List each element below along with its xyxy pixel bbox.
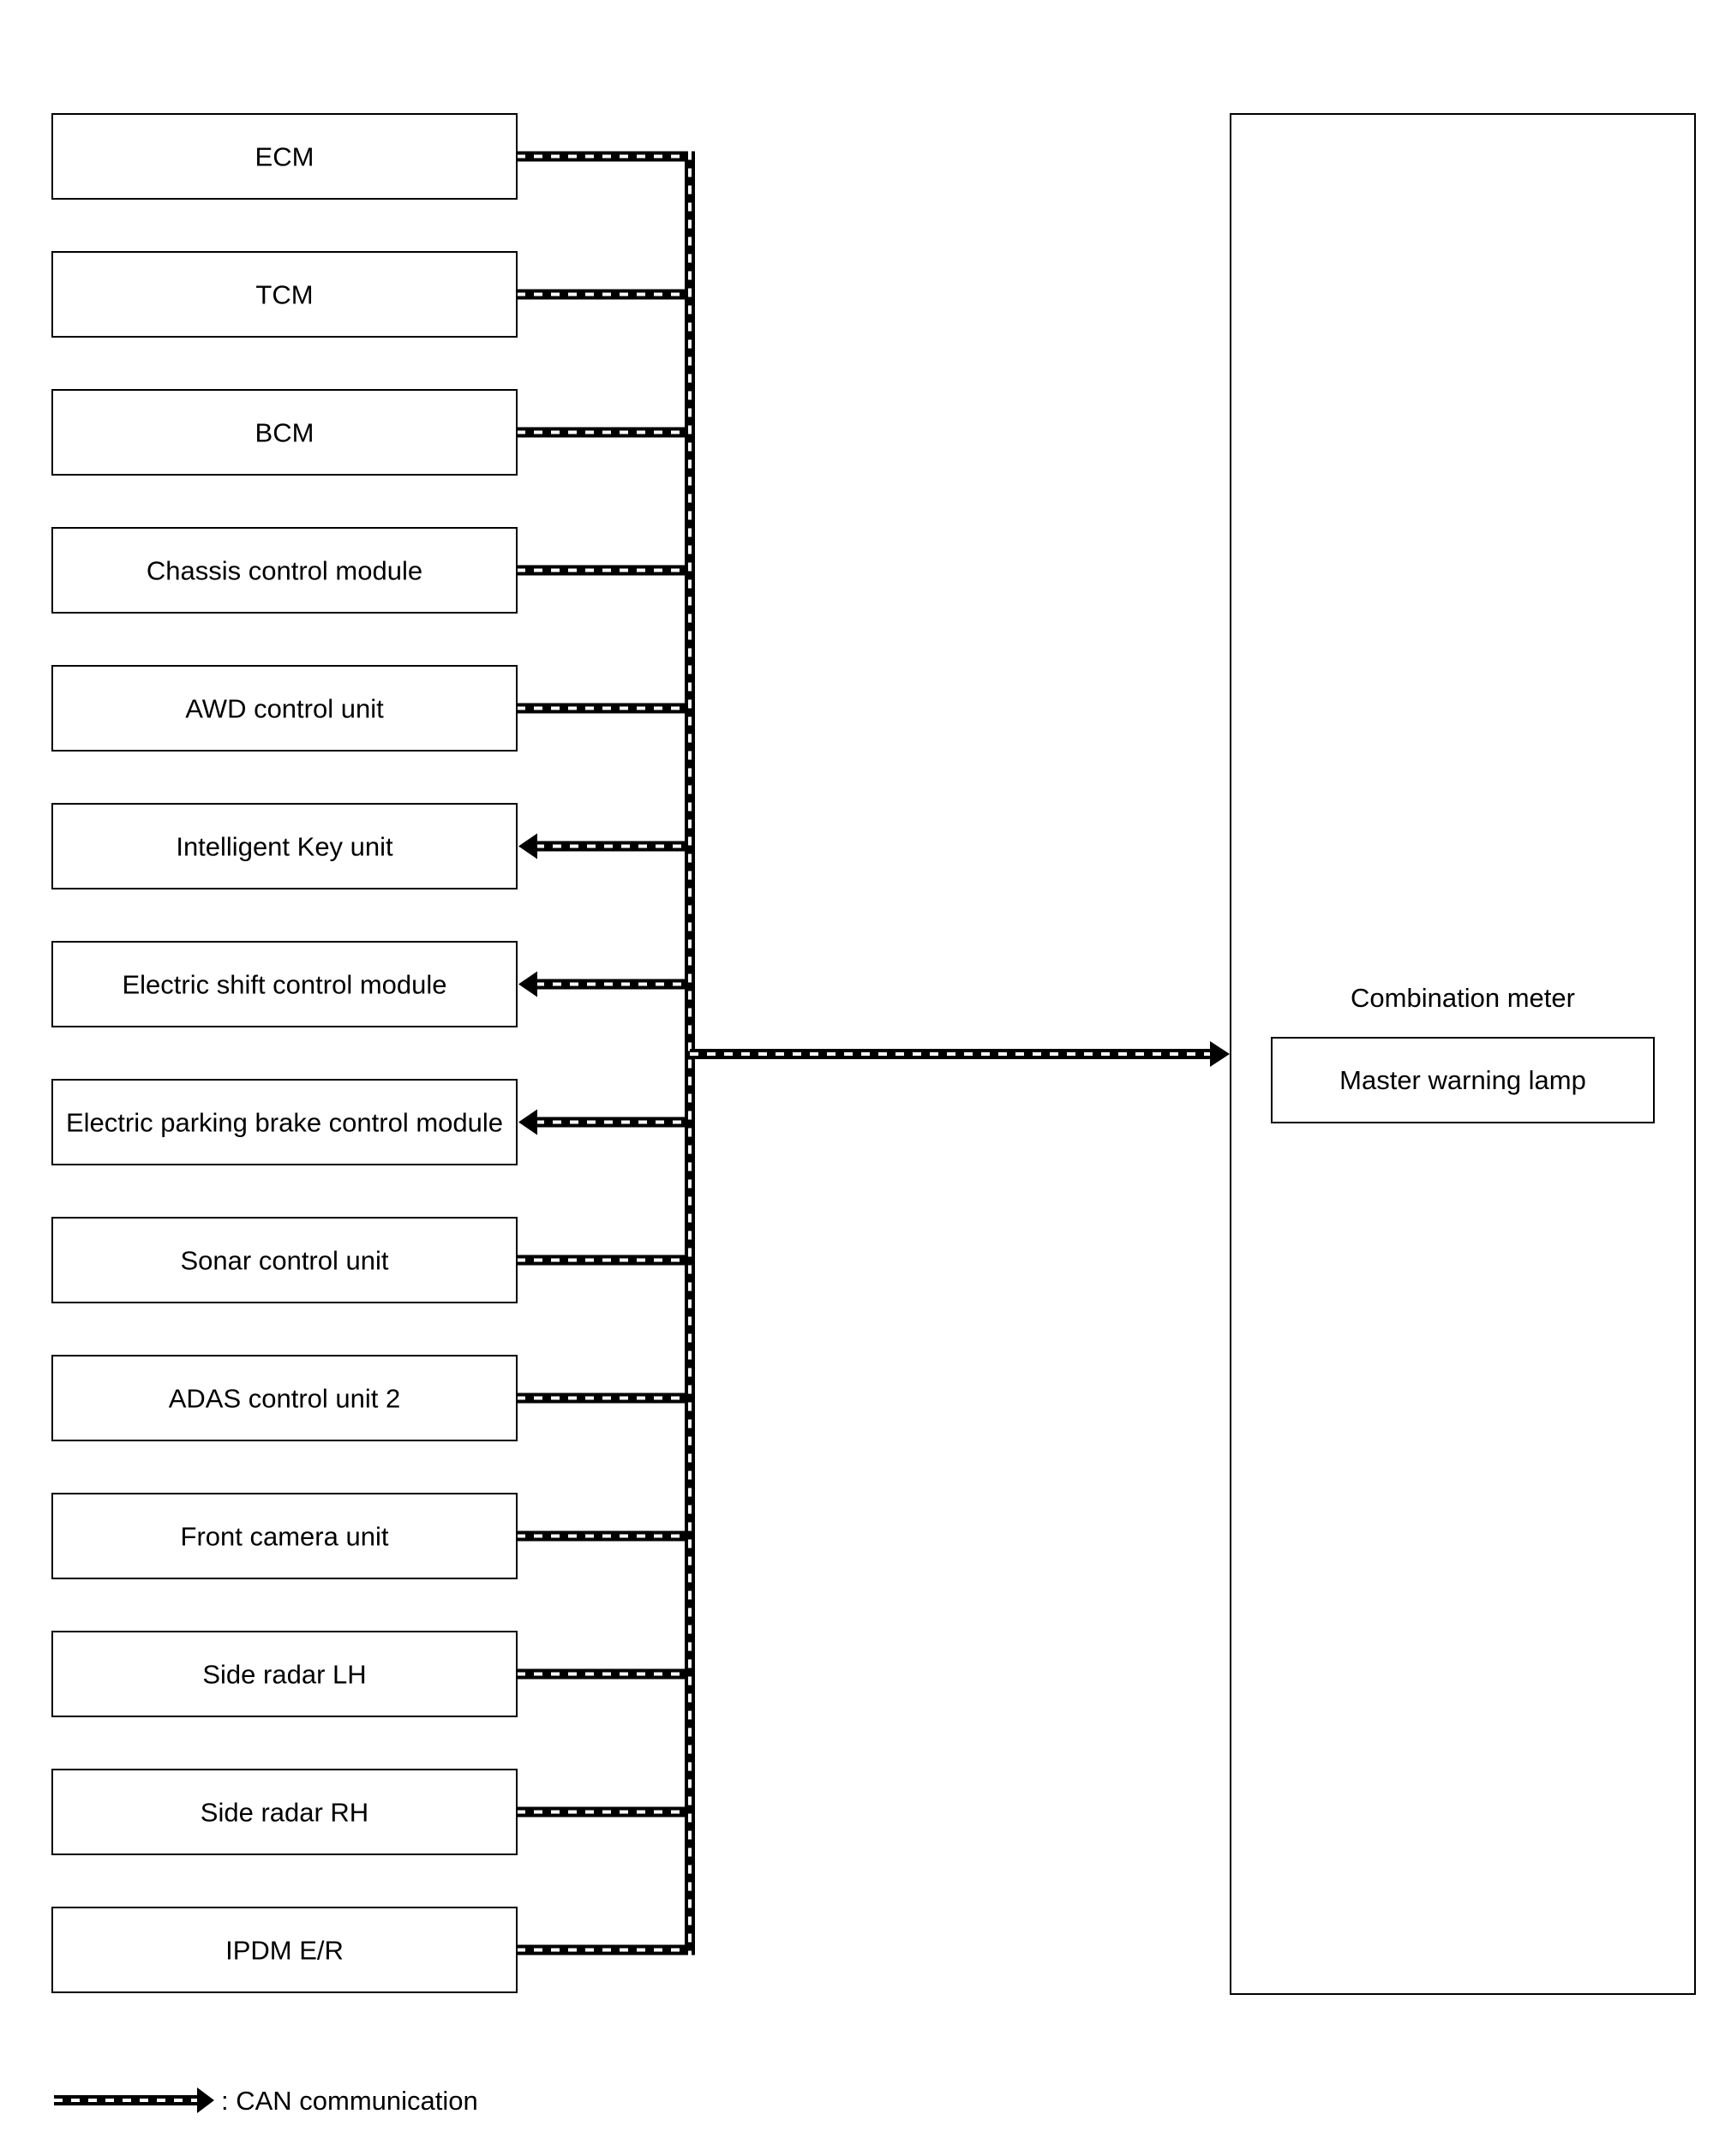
module-adas2: ADAS control unit 2 — [51, 1355, 518, 1441]
module-label-intelligent-key: Intelligent Key unit — [176, 832, 393, 862]
legend-arrowhead-icon — [197, 2087, 214, 2113]
module-electric-shift: Electric shift control module — [51, 941, 518, 1027]
module-box-tcm — [51, 251, 518, 338]
module-box-awd — [51, 665, 518, 752]
module-bcm: BCM — [51, 389, 518, 476]
master-warning-lamp-label: Master warning lamp — [1339, 1065, 1586, 1095]
module-sonar: Sonar control unit — [51, 1217, 518, 1303]
module-label-awd: AWD control unit — [185, 694, 384, 724]
module-label-epb: Electric parking brake control module — [66, 1108, 503, 1138]
module-label-side-radar-rh: Side radar RH — [201, 1798, 368, 1828]
module-box-electric-shift — [51, 941, 518, 1027]
module-tcm: TCM — [51, 251, 518, 338]
master-warning-lamp-box — [1271, 1037, 1655, 1123]
module-box-sonar — [51, 1217, 518, 1303]
module-side-radar-lh: Side radar LH — [51, 1631, 518, 1717]
module-box-chassis — [51, 527, 518, 614]
module-box-side-radar-rh — [51, 1769, 518, 1855]
arrowhead-icon-combination-meter — [1210, 1041, 1230, 1067]
module-box-front-camera — [51, 1493, 518, 1579]
module-box-epb — [51, 1079, 518, 1165]
arrowhead-icon-electric-shift — [518, 971, 537, 997]
module-label-adas2: ADAS control unit 2 — [169, 1384, 401, 1414]
module-epb: Electric parking brake control module — [51, 1079, 518, 1165]
module-label-front-camera: Front camera unit — [181, 1522, 389, 1552]
module-label-side-radar-lh: Side radar LH — [202, 1660, 366, 1690]
arrowhead-icon-epb — [518, 1109, 537, 1135]
module-box-side-radar-lh — [51, 1631, 518, 1717]
legend: : CAN communication — [54, 2086, 478, 2116]
arrowhead-icon-intelligent-key — [518, 833, 537, 859]
module-label-bcm: BCM — [255, 418, 314, 448]
module-box-bcm — [51, 389, 518, 476]
module-chassis: Chassis control module — [51, 527, 518, 614]
module-box-intelligent-key — [51, 803, 518, 889]
module-intelligent-key: Intelligent Key unit — [51, 803, 518, 889]
combination-meter-title: Combination meter — [1351, 983, 1575, 1013]
module-label-ecm: ECM — [255, 142, 314, 172]
module-box-ecm — [51, 113, 518, 200]
combination-meter: Combination meter Master warning lamp — [1230, 113, 1696, 1995]
module-front-camera: Front camera unit — [51, 1493, 518, 1579]
module-ecm: ECM — [51, 113, 518, 200]
module-label-ipdm: IPDM E/R — [225, 1936, 344, 1966]
module-label-sonar: Sonar control unit — [181, 1246, 389, 1276]
module-box-adas2 — [51, 1355, 518, 1441]
module-label-electric-shift: Electric shift control module — [122, 970, 446, 1000]
module-ipdm: IPDM E/R — [51, 1907, 518, 1993]
module-side-radar-rh: Side radar RH — [51, 1769, 518, 1855]
module-box-ipdm — [51, 1907, 518, 1993]
legend-label: : CAN communication — [221, 2086, 478, 2116]
module-label-chassis: Chassis control module — [147, 556, 422, 586]
module-awd: AWD control unit — [51, 665, 518, 752]
module-label-tcm: TCM — [255, 280, 313, 310]
can-bus — [517, 151, 1230, 1955]
